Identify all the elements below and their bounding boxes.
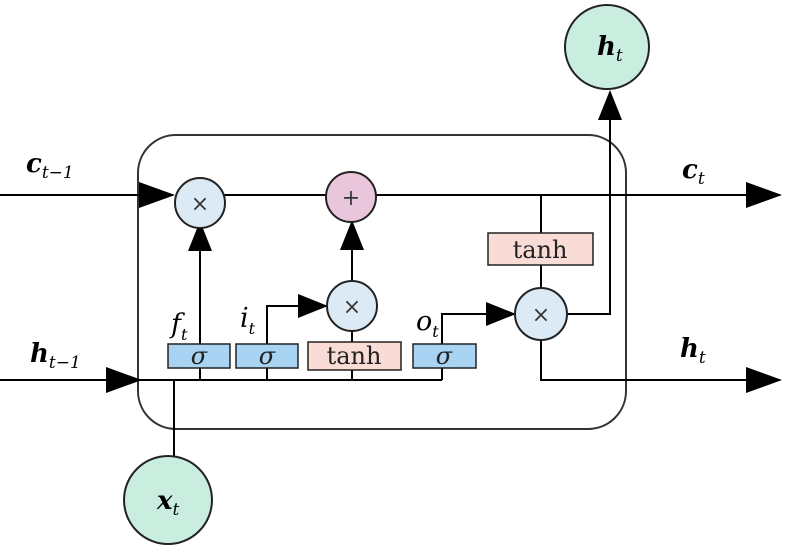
c-next-label: ct	[682, 155, 705, 189]
forget-multiply-symbol: ×	[191, 192, 209, 217]
sigma-o-to-output-mult	[441, 302, 516, 344]
sigma-i-to-input-mult	[266, 294, 328, 344]
output-mult-to-h-top	[566, 90, 622, 315]
c-prev-label: ct−1	[26, 149, 74, 183]
tanh-cell-block: tanh	[487, 232, 594, 266]
h-out-top-label: ht	[597, 32, 623, 66]
sigma-f-label: σ	[191, 342, 208, 370]
output-mult-to-h-right	[540, 340, 782, 393]
tanh-cell-label: tanh	[513, 236, 568, 264]
sigma-o-block: σ	[412, 342, 477, 370]
tanh-candidate-block: tanh	[307, 341, 402, 371]
x-input-label: xt	[156, 486, 180, 520]
h-prev-label: ht−1	[30, 339, 81, 373]
x-input-node: xt	[123, 455, 213, 545]
output-multiply-symbol: ×	[532, 303, 550, 328]
sigma-f-block: σ	[167, 342, 231, 370]
output-multiply-node: ×	[514, 287, 568, 341]
sigma-o-label: σ	[436, 342, 453, 370]
o-gate-label: ot	[416, 306, 439, 341]
h-out-right-label: ht	[680, 334, 706, 368]
cell-add-node: +	[325, 171, 377, 223]
cell-boundary	[137, 134, 627, 430]
sigma-i-label: σ	[259, 342, 276, 370]
sigma-i-block: σ	[235, 342, 299, 370]
input-multiply-node: ×	[326, 280, 378, 332]
h-out-top-node: ht	[564, 4, 650, 90]
f-gate-label: ft	[169, 309, 188, 344]
input-multiply-symbol: ×	[343, 295, 361, 320]
i-gate-label: it	[240, 303, 256, 338]
forget-multiply-node: ×	[174, 177, 226, 229]
tanh-candidate-label: tanh	[327, 342, 382, 370]
cell-add-symbol: +	[342, 186, 360, 211]
